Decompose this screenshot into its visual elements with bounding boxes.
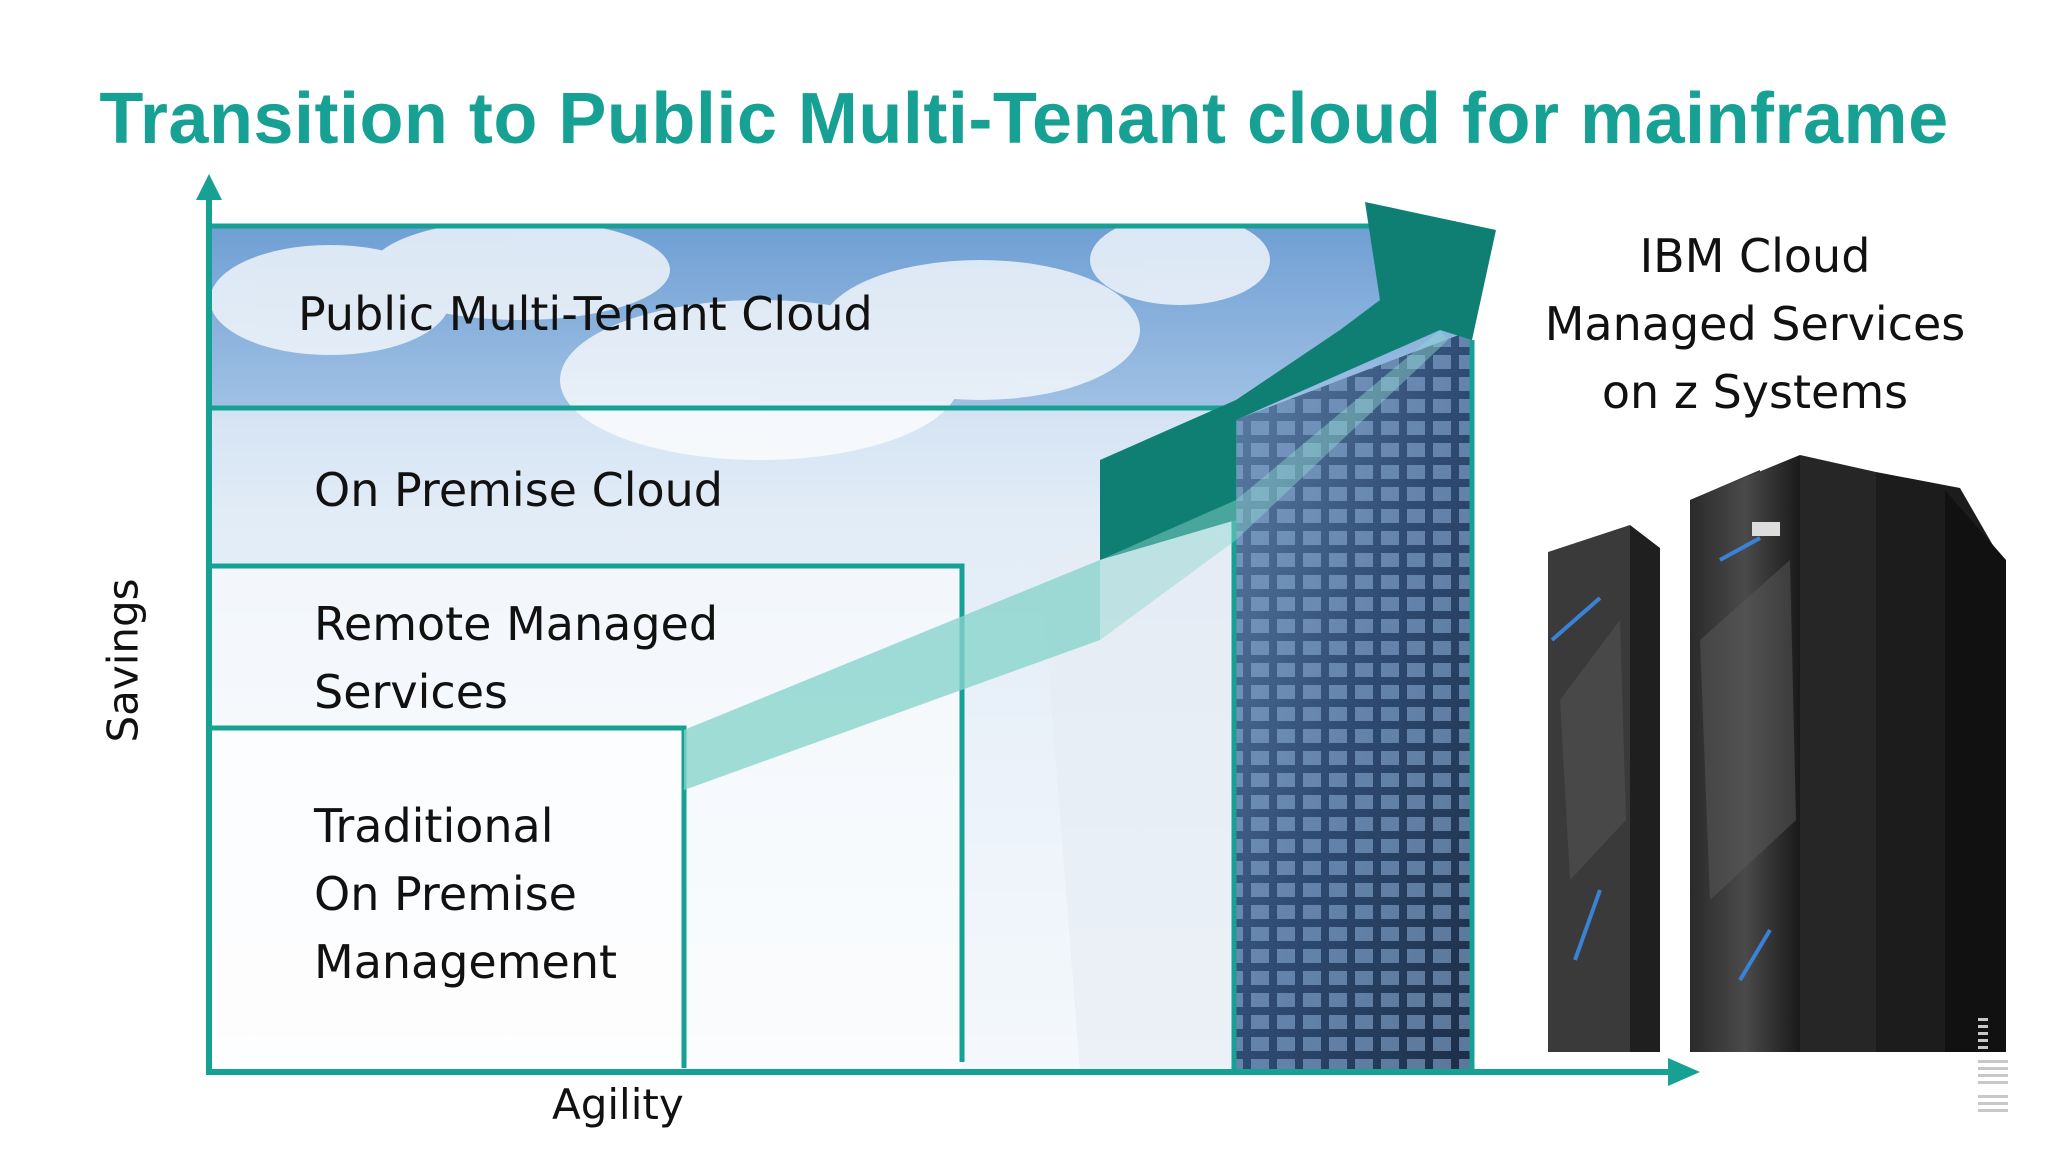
axes [206,196,1670,1075]
y-axis-label: Savings [98,578,148,743]
server-logo-badge [1752,522,1780,536]
tier-traditional-outline [206,725,687,1068]
tier-remote-outline [212,563,965,1062]
tier-label-remote-managed: Remote Managed Services [314,597,719,719]
mainframe-server-image [1548,455,2006,1052]
tier-label-on-premise-cloud: On Premise Cloud [314,463,723,517]
slide-title: Transition to Public Multi-Tenant cloud … [99,79,1949,159]
x-axis-arrowhead [1668,1058,1700,1086]
tier-label-traditional: Traditional On Premise Management [314,799,618,989]
growth-arrow-light [684,560,1100,790]
tier-label-public-cloud: Public Multi-Tenant Cloud [298,287,873,341]
product-label: IBM Cloud Managed Services on z Systems [1544,229,1966,419]
growth-arrow-dark [1100,202,1496,560]
x-axis-label: Agility [552,1080,684,1129]
y-axis-arrowhead [196,174,222,200]
ibm-logo [1978,1018,2008,1112]
